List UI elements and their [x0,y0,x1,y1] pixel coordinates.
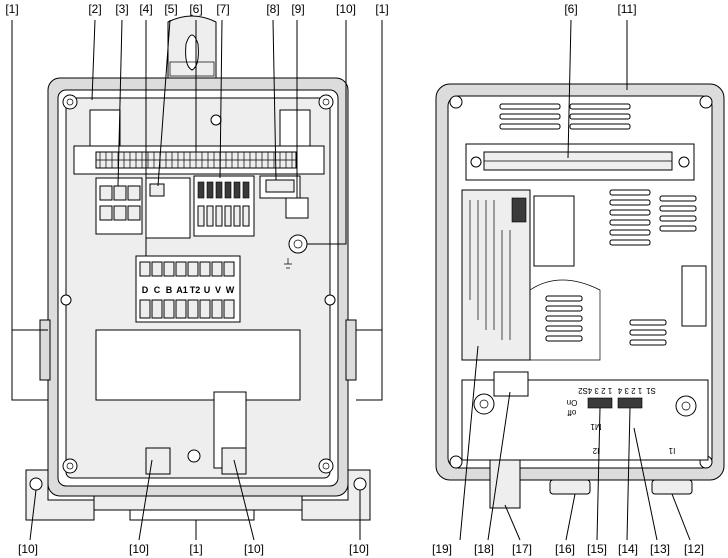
led-holder-18 [493,371,529,397]
heatsink-vents [545,189,697,346]
callout-15: [15] [587,542,607,556]
callout-10-bottom-1: [10] [18,542,38,556]
cable-outlet-17 [489,459,521,509]
corner-screws [60,94,336,474]
terminal-label-t2: T2 [190,285,201,295]
callout-10-bottom-4: [10] [349,542,369,556]
ground-symbol [284,258,292,269]
terminal-label-v: V [215,285,221,295]
callout-12: [12] [684,542,704,556]
gland-16 [549,479,591,495]
callout-9: [9] [291,2,304,16]
terminal-block-3-screws [99,185,141,221]
s2-numbers: 1 2 3 4 [587,386,612,395]
upper-left-bracket [89,109,121,147]
terminal-label-c: C [154,285,161,295]
callout-16: [16] [555,542,575,556]
lower-cutout [95,329,301,401]
right-view: 1 2 3 4 S2 1 2 3 4 S1 On off M1 I2 I1 [6… [432,2,725,556]
relay-contact-5 [149,183,165,197]
callout-6-right: [6] [564,2,577,16]
keyhole-slot [185,34,199,71]
upper-right-bracket [279,109,311,147]
callout-1-bottom: [1] [189,542,202,556]
dip-switch-s2 [587,397,613,409]
top-vent-slots [499,103,631,130]
on-label: On [567,398,578,407]
s1-numbers: 1 2 3 4 [617,386,642,395]
type-plate-text-lines [469,200,511,340]
right-side-bump [345,319,357,381]
terminal-label-w: W [226,285,235,295]
base-rail [93,495,303,511]
board-chip [533,195,575,267]
ground-screw [288,234,308,254]
terminal-label-b: B [166,285,173,295]
callout-1-top-left: [1] [5,2,18,16]
callout-11: [11] [617,2,636,16]
left-view: D C B A1 T2 U V W [5,2,388,556]
callout-10-top: [10] [336,2,356,16]
callout-1-top-right: [1] [375,2,388,16]
right-view-leader-lines [459,19,691,541]
tab-ridge [169,61,215,77]
s1-label: S1 [646,386,656,395]
callout-3: [3] [115,2,128,16]
center-ground-screw [187,449,201,463]
potentiometer-19 [473,393,495,415]
motor-terminal-screws [139,261,235,319]
callout-5: [5] [164,2,177,16]
dip-switch-s1 [617,397,643,409]
off-label: off [567,408,577,417]
heatsink-outline [529,279,601,361]
callout-10-bottom-2: [10] [129,542,149,556]
cable-gland-left [145,447,171,475]
left-side-bump [39,319,51,381]
left-view-leader-lines [11,19,383,541]
callout-8: [8] [266,2,279,16]
callout-10-bottom-3: [10] [244,542,264,556]
callout-19: [19] [432,542,452,556]
potentiometer-12 [675,395,697,417]
terminal-label-u: U [204,285,211,295]
callout-13: [13] [650,542,670,556]
callout-14: [14] [618,542,638,556]
terminal-label-d: D [142,285,149,295]
callout-7: [7] [216,2,229,16]
s2-label: S2 [578,386,588,395]
type-plate-logo [511,197,527,223]
fuse-8 [265,179,295,193]
i2-label: I2 [592,446,599,455]
gland-12 [651,479,693,495]
callout-6-left: [6] [189,2,202,16]
component-9 [285,197,309,219]
callout-17: [17] [512,542,532,556]
callout-4: [4] [139,2,152,16]
terminal-label-a1: A1 [176,285,188,295]
cable-gland-right [221,447,247,475]
callout-18: [18] [474,542,494,556]
i1-label: I1 [668,446,675,455]
callout-2: [2] [88,2,101,16]
side-connector [681,265,707,327]
m1-label: M1 [590,422,602,431]
terminal-strip-7-levers [197,181,250,227]
